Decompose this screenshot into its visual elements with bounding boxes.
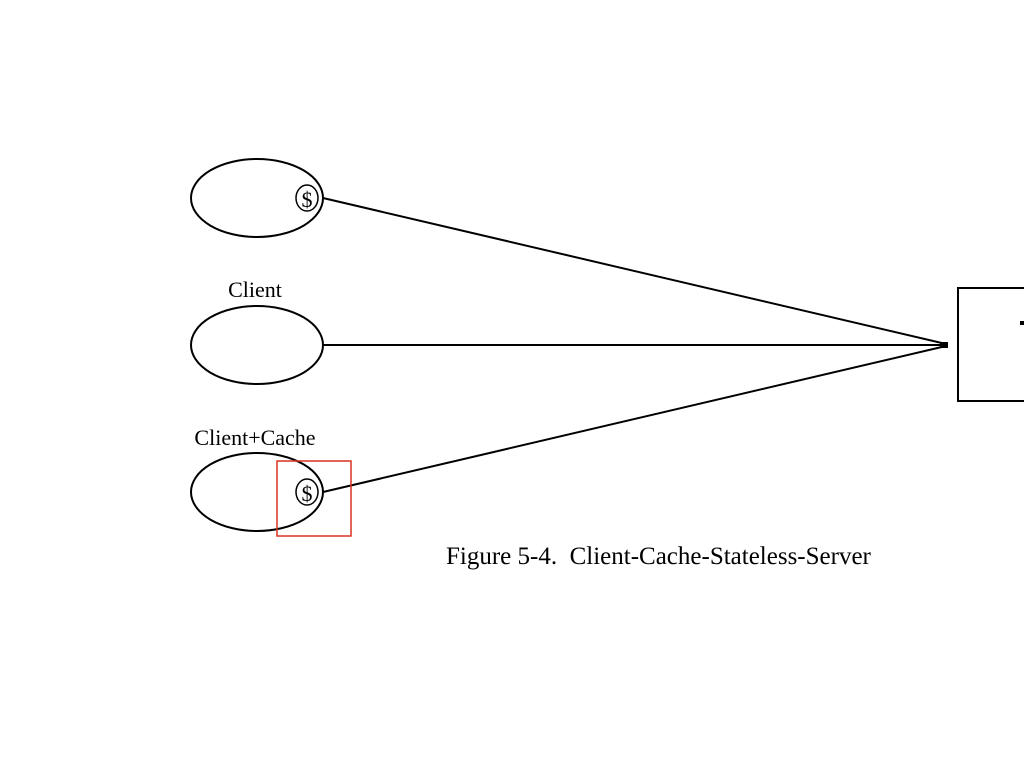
figure-caption: Figure 5-4. Client-Cache-Stateless-Serve… [446, 543, 872, 570]
server-box-mark [1020, 321, 1024, 325]
server-box [957, 287, 1024, 402]
cache-symbol: $ [302, 187, 313, 212]
client-label: Client [228, 277, 282, 302]
server-connection-point [940, 342, 948, 348]
client-cache-node: $ [190, 452, 324, 532]
client-ellipse [190, 452, 324, 532]
highlight-box [276, 460, 352, 537]
cache-icon [295, 478, 319, 506]
client-cache-label: Client+Cache [194, 425, 315, 450]
connector-bottom [322, 345, 947, 493]
client-ellipse [190, 158, 324, 238]
connector-top [322, 197, 947, 345]
cache-icon [295, 184, 319, 212]
client-with-cache-node-top: $ [190, 158, 324, 238]
client-ellipse [190, 305, 324, 385]
client-node [190, 305, 324, 385]
cache-symbol: $ [302, 481, 313, 506]
